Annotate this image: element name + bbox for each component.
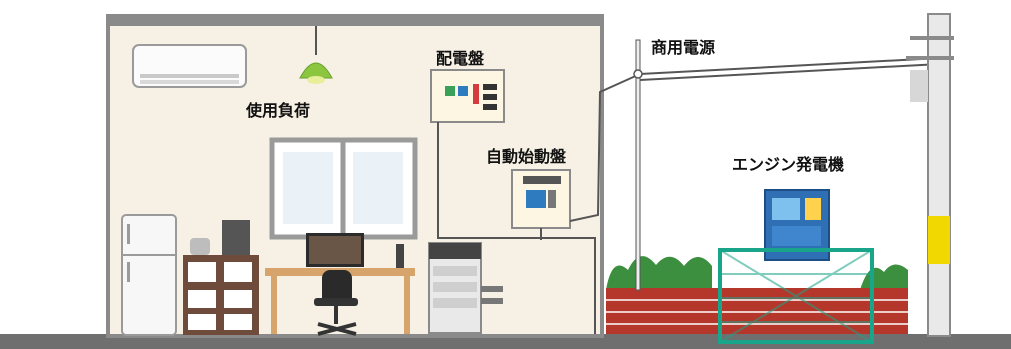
- auto-start-panel: [511, 169, 571, 229]
- utility-pole-far: [906, 13, 954, 337]
- switchboard: [430, 69, 505, 123]
- office-chair: [314, 270, 358, 336]
- label-load: 使用負荷: [246, 101, 311, 120]
- fence: [718, 248, 874, 344]
- label-switchboard: 配電盤: [436, 49, 485, 68]
- refrigerator: [121, 214, 177, 336]
- ceiling-lamp: [299, 26, 333, 84]
- utility-pole-near: [633, 39, 643, 291]
- label-engine-generator: エンジン発電機: [732, 155, 845, 174]
- copier: [428, 242, 503, 334]
- kitchen-shelf: [183, 220, 259, 335]
- air-conditioner: [132, 44, 247, 88]
- hedge: [606, 256, 712, 290]
- label-commercial-power: 商用電源: [651, 38, 716, 57]
- brick-wall: [606, 288, 908, 334]
- label-auto-start-panel: 自動始動盤: [486, 147, 567, 166]
- window: [269, 137, 418, 240]
- wiring: [437, 57, 941, 334]
- hedge-right: [860, 264, 908, 290]
